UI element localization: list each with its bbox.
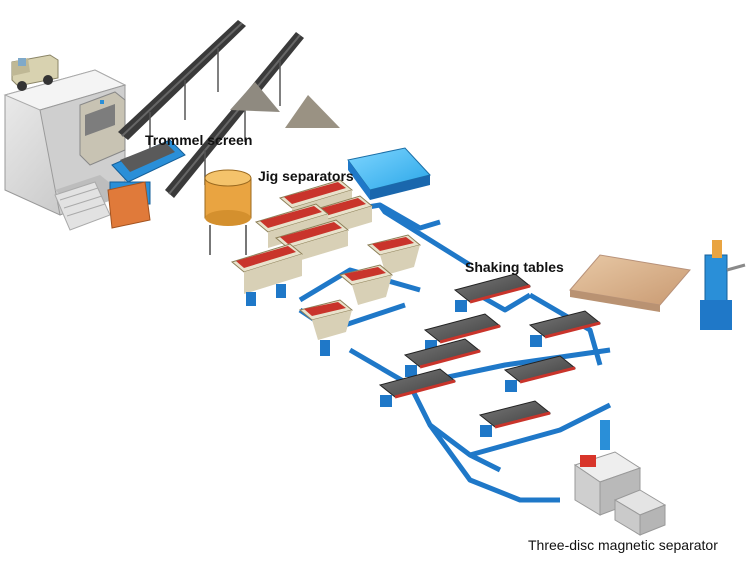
sand-yard [569,254,691,312]
water-pool [347,147,431,200]
dump-truck [11,54,59,91]
stockpile-1 [230,82,280,112]
magnetic-separator [573,420,667,536]
label-shaking-tables: Shaking tables [465,259,564,275]
jig-group-lower [298,234,422,356]
trommel-screen [107,139,186,229]
stockpile-2 [285,95,340,128]
jig-feed-tank [204,169,252,255]
jig-group-upper [230,179,374,306]
label-jig-separators: Jig separators [258,168,354,184]
feeder [79,91,126,166]
label-magnetic-separator: Three-disc magnetic separator [528,537,718,553]
cyclone-pump [700,240,746,330]
label-trommel-screen: Trommel screen [145,132,253,148]
water-pipe-network [298,202,612,503]
shaking-tables [378,273,602,437]
stairs [54,181,111,231]
conveyor-1 [118,20,246,150]
